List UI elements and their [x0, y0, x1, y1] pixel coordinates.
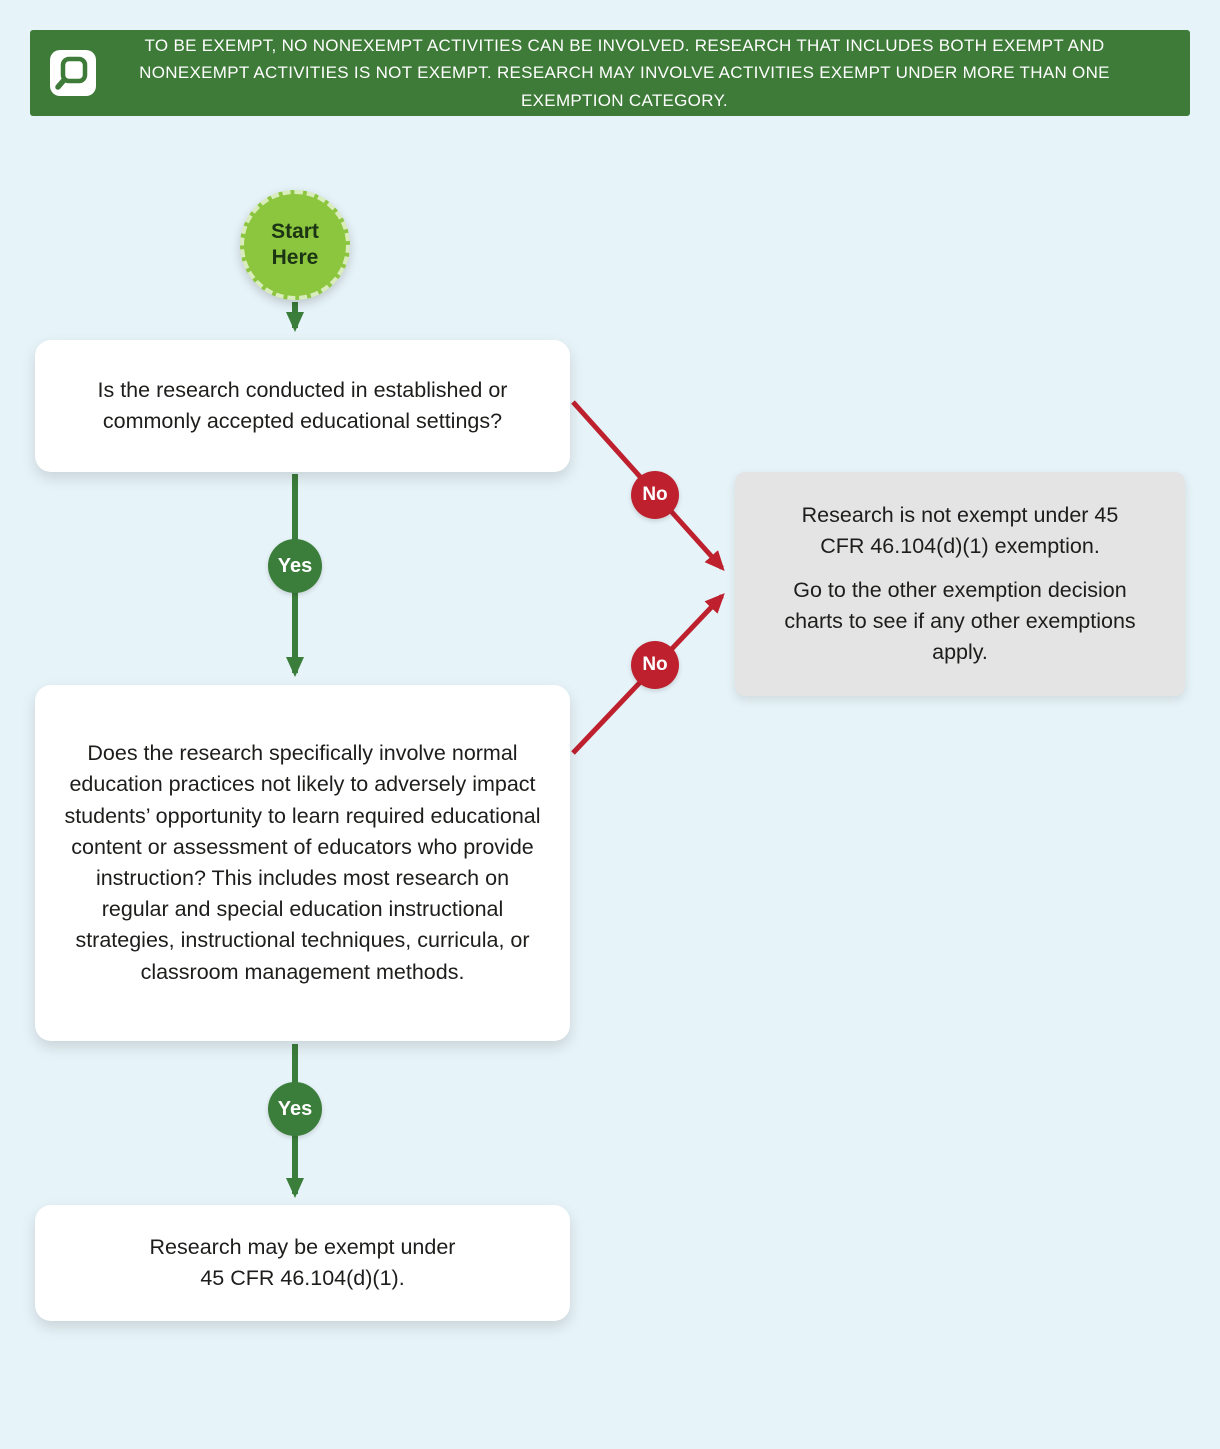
- result-not-exempt-text: Research is not exempt under 45 CFR 46.1…: [801, 502, 1119, 558]
- magnifier-chart-logo-icon: [50, 50, 96, 96]
- question-educational-settings-text: Is the research conducted in established…: [97, 377, 508, 433]
- result-may-be-exempt-node: Research may be exempt under 45 CFR 46.1…: [35, 1205, 570, 1321]
- start-here-node: Start Here: [240, 190, 350, 300]
- no-badge-q2: No: [631, 641, 679, 689]
- no-badge-q1: No: [631, 471, 679, 519]
- banner-text: TO BE EXEMPT, NO NONEXEMPT ACTIVITIES CA…: [139, 36, 1110, 110]
- result-other-charts-text: Go to the other exemption decision chart…: [784, 577, 1136, 665]
- result-may-be-exempt-text: Research may be exempt under 45 CFR 46.1…: [149, 1234, 456, 1290]
- yes-badge-q2: Yes: [268, 1082, 322, 1136]
- question-normal-education-practices-node: Does the research specifically involve n…: [35, 685, 570, 1041]
- start-here-label: Start Here: [271, 219, 319, 269]
- yes-badge-q1: Yes: [268, 539, 322, 593]
- result-not-exempt-node: Research is not exempt under 45 CFR 46.1…: [735, 472, 1185, 696]
- question-educational-settings-node: Is the research conducted in established…: [35, 340, 570, 472]
- exemption-note-banner: TO BE EXEMPT, NO NONEXEMPT ACTIVITIES CA…: [30, 30, 1190, 116]
- question-normal-education-practices-text: Does the research specifically involve n…: [64, 741, 541, 984]
